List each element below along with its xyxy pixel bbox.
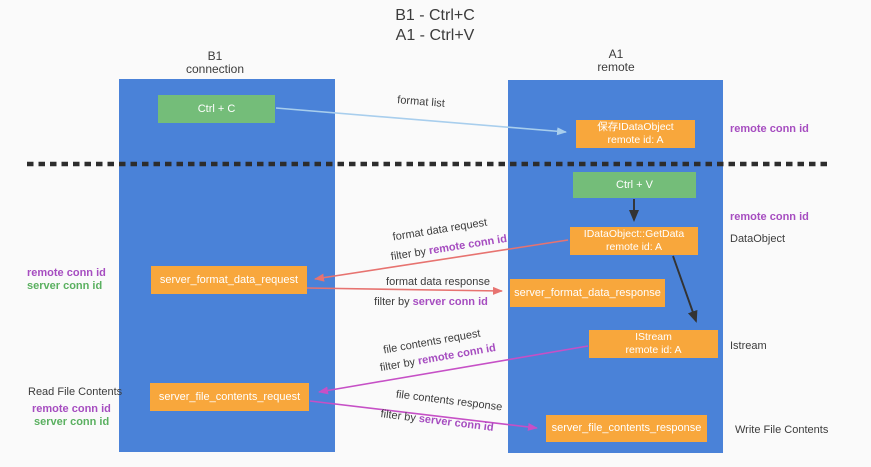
- server-format-data-request-box: server_format_data_request: [151, 266, 307, 294]
- format-list-arrow-label: format list: [396, 94, 446, 110]
- lane-a1-role: remote: [597, 60, 635, 74]
- getdata-line2: remote id: A: [605, 241, 663, 253]
- ctrl-c-label: Ctrl + C: [197, 102, 236, 115]
- read-file-contents-label: Read File Contents: [28, 386, 123, 398]
- istream-line1: IStream: [635, 331, 672, 343]
- getdata-line1: IDataObject::GetData: [583, 228, 685, 240]
- server-conn-id-label-mid-left: server conn id: [27, 280, 103, 292]
- istream-line2: remote id: A: [625, 344, 682, 356]
- remote-conn-id-label-top-right: remote conn id: [730, 123, 809, 135]
- remote-conn-id-label-bottom-left: remote conn id: [32, 403, 111, 415]
- lane-header-b1: B1 connection: [155, 50, 275, 76]
- lane-b1-name: B1: [207, 49, 223, 63]
- remote-conn-id-label-mid-right: remote conn id: [730, 211, 809, 223]
- ctrl-v-label: Ctrl + V: [616, 178, 653, 191]
- dataobject-label: DataObject: [730, 233, 786, 245]
- lane-header-a1: A1 remote: [556, 48, 676, 74]
- ctrl-c-box: Ctrl + C: [158, 95, 275, 123]
- filter-by-text: filter by: [374, 296, 413, 308]
- filter-by-text: filter by: [379, 408, 420, 425]
- remote-conn-id-label-mid-left: remote conn id: [27, 267, 106, 279]
- server-conn-id-label-bottom-left: server conn id: [34, 416, 110, 428]
- server-format-data-response-box: server_format_data_response: [510, 279, 665, 307]
- save-idataobject-box: 保存IDataObject remote id: A: [576, 120, 695, 148]
- istream-side-label: Istream: [730, 340, 767, 352]
- filter-key-server-conn-id: server conn id: [412, 296, 488, 308]
- filter-key-server-conn-id: server conn id: [418, 412, 495, 434]
- server-file-contents-request-box: server_file_contents_request: [150, 383, 309, 411]
- format-data-response-arrow-label: format data response: [386, 276, 490, 288]
- server-file-contents-response-box: server_file_contents_response: [546, 415, 707, 442]
- server-format-data-request-label: server_format_data_request: [159, 273, 299, 286]
- lane-a1-name: A1: [608, 47, 624, 61]
- save-idataobject-line1: 保存IDataObject: [597, 121, 674, 133]
- diagram-title: B1 - Ctrl+C A1 - Ctrl+V: [300, 6, 570, 46]
- write-file-contents-label: Write File Contents: [735, 424, 829, 436]
- istream-box: IStream remote id: A: [589, 330, 718, 358]
- title-line-2: A1 - Ctrl+V: [395, 27, 475, 44]
- server-file-contents-request-label: server_file_contents_request: [158, 390, 301, 403]
- idataobject-getdata-box: IDataObject::GetData remote id: A: [570, 227, 698, 255]
- lane-b1-role: connection: [185, 62, 245, 76]
- server-format-data-response-label: server_format_data_response: [514, 286, 661, 299]
- title-line-1: B1 - Ctrl+C: [395, 7, 475, 24]
- save-idataobject-line2: remote id: A: [607, 134, 664, 146]
- filter-by-text: filter by: [390, 245, 430, 264]
- format-data-response-filter-label: filter by server conn id: [371, 296, 491, 309]
- ctrl-v-box: Ctrl + V: [573, 172, 696, 198]
- filter-by-text: filter by: [379, 355, 420, 375]
- server-file-contents-response-label: server_file_contents_response: [551, 422, 702, 434]
